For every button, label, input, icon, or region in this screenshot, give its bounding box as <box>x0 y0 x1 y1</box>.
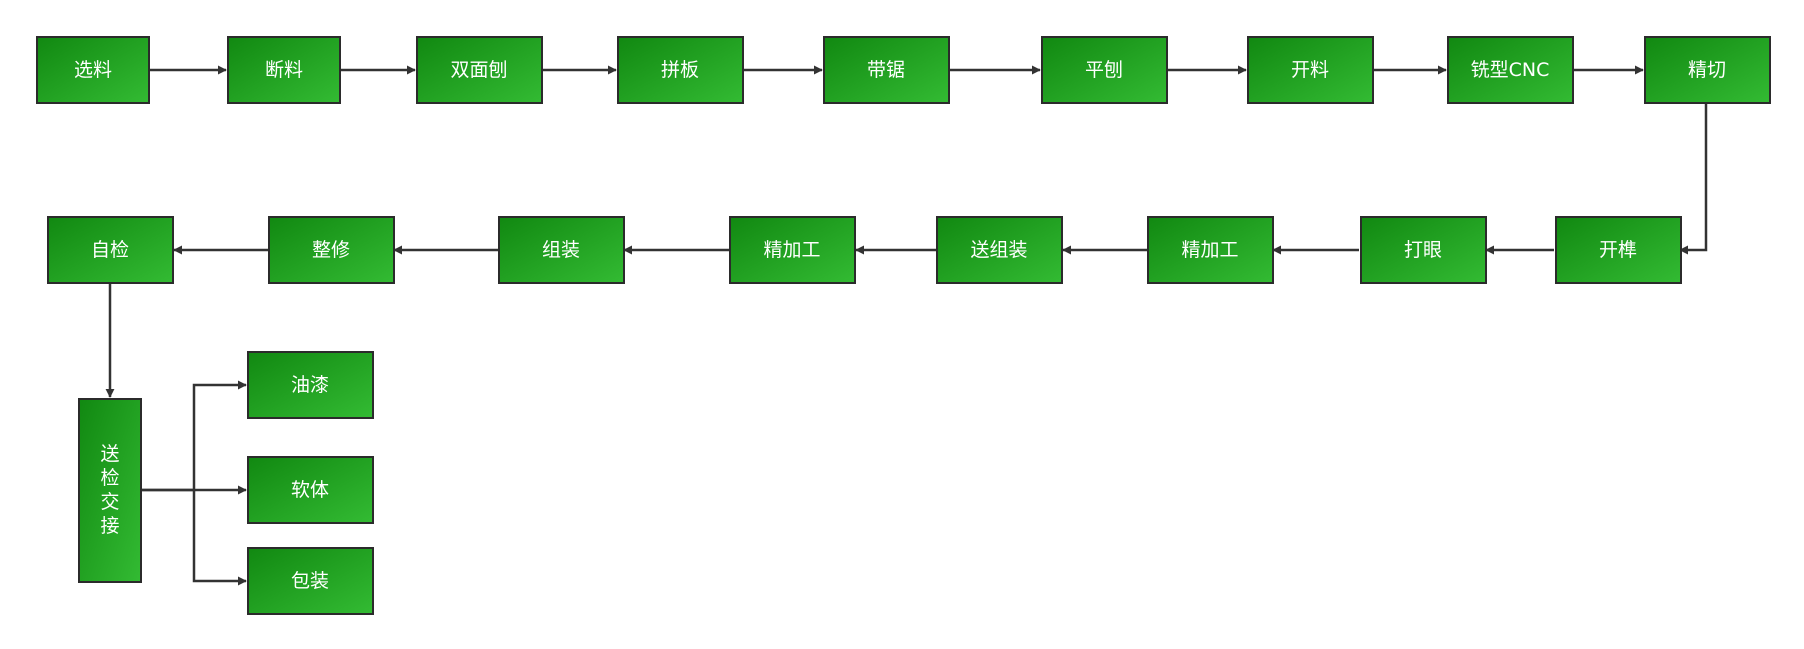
svg-text:整修: 整修 <box>312 239 350 261</box>
svg-text:包装: 包装 <box>291 570 329 592</box>
svg-text:平刨: 平刨 <box>1085 59 1123 81</box>
step-kaisun: 开榫 <box>1555 216 1682 284</box>
svg-text:铣型CNC: 铣型CNC <box>1471 59 1550 81</box>
step-kailiao: 开料 <box>1247 36 1374 104</box>
svg-text:精切: 精切 <box>1688 59 1726 81</box>
svg-text:带锯: 带锯 <box>867 59 905 81</box>
svg-text:打眼: 打眼 <box>1404 239 1442 261</box>
arrow-songjian-to-youqi <box>141 380 247 492</box>
svg-text:拼板: 拼板 <box>661 59 699 81</box>
step-jingjiagong-2: 精加工 <box>729 216 856 284</box>
connectors <box>105 65 1708 586</box>
svg-text:组装: 组装 <box>542 239 580 261</box>
svg-text:送组装: 送组装 <box>970 239 1027 261</box>
svg-text:开榫: 开榫 <box>1599 239 1637 261</box>
svg-text:选料: 选料 <box>74 59 112 81</box>
step-songjian-jiaojie: 送检交接 <box>78 398 142 583</box>
step-pinban: 拼板 <box>617 36 744 104</box>
svg-text:油漆: 油漆 <box>291 374 329 396</box>
svg-text:精加工: 精加工 <box>1181 239 1238 261</box>
step-zuzhuang: 组装 <box>498 216 625 284</box>
svg-text:自检: 自检 <box>91 239 129 261</box>
branch-baozhuang: 包装 <box>247 547 374 615</box>
step-zijian: 自检 <box>47 216 174 284</box>
step-dayan: 打眼 <box>1360 216 1487 284</box>
arrow-songjian-to-baozhuang <box>192 490 247 586</box>
handover-label: 送检交接 <box>100 443 119 537</box>
svg-text:软体: 软体 <box>291 479 329 501</box>
svg-text:精加工: 精加工 <box>763 239 820 261</box>
step-songzuzhuang: 送组装 <box>936 216 1063 284</box>
step-jingjiagong-1: 精加工 <box>1147 216 1274 284</box>
svg-text:断料: 断料 <box>265 59 303 81</box>
step-daiju: 带锯 <box>823 36 950 104</box>
step-shuangmianbao: 双面刨 <box>416 36 543 104</box>
step-pingbao: 平刨 <box>1041 36 1168 104</box>
branch-ruanti: 软体 <box>247 456 374 524</box>
step-xingxing-cnc: 铣型CNC <box>1447 36 1574 104</box>
step-jingqie: 精切 <box>1644 36 1771 104</box>
step-duanliao: 断料 <box>227 36 341 104</box>
svg-text:开料: 开料 <box>1291 59 1329 81</box>
svg-text:双面刨: 双面刨 <box>450 59 507 81</box>
step-xuanliao: 选料 <box>36 36 150 104</box>
step-zhengxiu: 整修 <box>268 216 395 284</box>
arrow-jingqie-to-kaisun <box>1679 103 1708 255</box>
process-steps: 选料 断料 双面刨 拼板 带锯 平刨 开料 铣型CNC <box>36 36 1771 615</box>
branch-youqi: 油漆 <box>247 351 374 419</box>
